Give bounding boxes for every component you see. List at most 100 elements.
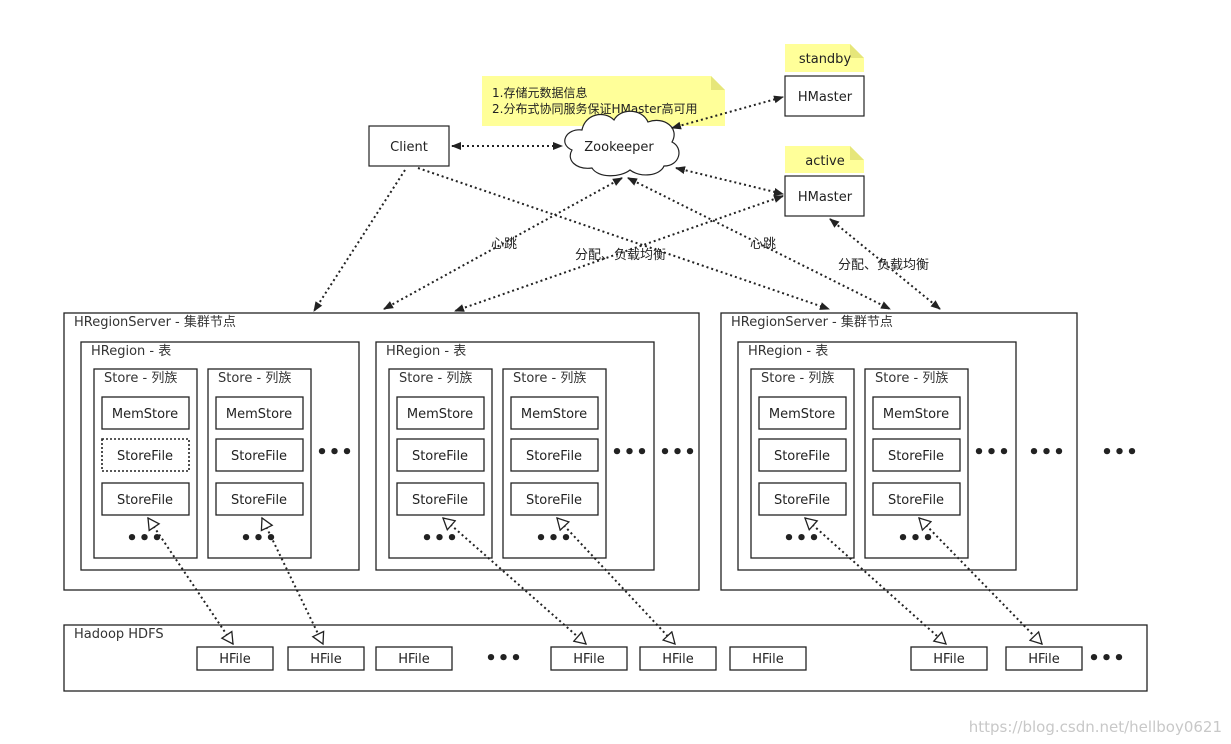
store-3b-title: Store - 列族	[875, 370, 948, 386]
store-1b[interactable]: Store - 列族 MemStore StoreFile StoreFile …	[207, 368, 312, 559]
regionserver-2[interactable]: HRegionServer - 集群节点 HRegion - 表 Store -…	[720, 312, 1078, 591]
storefile-box[interactable]	[872, 438, 961, 472]
storefile-label: StoreFile	[117, 449, 173, 464]
ellipsis: •••	[659, 442, 697, 463]
regionserver-2-title: HRegionServer - 集群节点	[731, 314, 893, 330]
store-2a[interactable]: Store - 列族 MemStore StoreFile StoreFile …	[388, 368, 493, 559]
storefile-label: StoreFile	[412, 449, 468, 464]
hregion-2[interactable]: HRegion - 表 Store - 列族 MemStore StoreFil…	[375, 341, 655, 571]
hfile-label: HFile	[310, 652, 342, 667]
connector-lines	[313, 95, 941, 312]
storefile-box[interactable]	[396, 438, 485, 472]
store-3a[interactable]: Store - 列族 MemStore StoreFile StoreFile …	[750, 368, 855, 559]
store-1a[interactable]: Store - 列族 MemStore StoreFile StoreFile …	[93, 368, 198, 559]
memstore-box[interactable]	[758, 396, 847, 430]
hregion-3-title: HRegion - 表	[748, 344, 828, 359]
assign-label-right: 分配、负载均衡	[838, 258, 929, 273]
store-2b-title: Store - 列族	[513, 370, 586, 386]
zookeeper-standby-edge	[671, 95, 784, 130]
storefile-label: StoreFile	[412, 493, 468, 508]
note-line-1: 1.存储元数据信息	[492, 85, 587, 100]
storefile-box[interactable]	[396, 482, 485, 516]
storefile-label: StoreFile	[774, 493, 830, 508]
hfile-3[interactable]: HFile	[375, 646, 453, 671]
memstore-box[interactable]	[215, 396, 304, 430]
ellipsis: •••	[973, 442, 1011, 463]
hfile-4[interactable]: HFile	[550, 646, 628, 671]
hregion-3[interactable]: HRegion - 表 Store - 列族 MemStore StoreFil…	[737, 341, 1017, 571]
hfile-label: HFile	[933, 652, 965, 667]
zookeeper-cloud[interactable]: Zookeeper	[564, 110, 680, 177]
zookeeper-active-edge	[675, 166, 784, 196]
storefile-hfile-link	[147, 518, 234, 644]
hfile-label: HFile	[662, 652, 694, 667]
store-3b[interactable]: Store - 列族 MemStore StoreFile StoreFile …	[864, 368, 969, 559]
hregion-1-title: HRegion - 表	[91, 344, 171, 359]
client-node[interactable]: Client	[368, 125, 450, 167]
hmaster-standby[interactable]: standby HMaster	[784, 44, 865, 117]
storefile-label: StoreFile	[231, 449, 287, 464]
ellipsis: •••	[1088, 648, 1126, 669]
hdfs-title: Hadoop HDFS	[74, 627, 164, 642]
storefile-label: StoreFile	[526, 449, 582, 464]
hregion-2-title: HRegion - 表	[386, 344, 466, 359]
hfile-6[interactable]: HFile	[729, 646, 807, 671]
client-label: Client	[390, 140, 428, 155]
storefile-label: StoreFile	[888, 493, 944, 508]
storefile-box[interactable]	[215, 482, 304, 516]
storefile-label: StoreFile	[888, 449, 944, 464]
heartbeat-right-edge	[627, 177, 891, 310]
memstore-box[interactable]	[872, 396, 961, 430]
regionserver-1[interactable]: HRegionServer - 集群节点 HRegion - 表 Store -…	[63, 312, 700, 591]
ellipsis: •••	[897, 528, 935, 549]
ellipsis: •••	[485, 648, 523, 669]
note-callout: 1.存储元数据信息 2.分布式协同服务保证HMaster高可用	[482, 76, 725, 126]
store-2b[interactable]: Store - 列族 MemStore StoreFile StoreFile …	[502, 368, 607, 559]
ellipsis: •••	[1101, 442, 1139, 463]
storefile-hfile-link	[262, 518, 323, 644]
hfile-7[interactable]: HFile	[910, 646, 988, 671]
storefile-hfile-links	[147, 518, 1042, 644]
ellipsis: •••	[421, 528, 459, 549]
hfile-5[interactable]: HFile	[639, 646, 717, 671]
hfile-1[interactable]: HFile	[196, 646, 274, 671]
memstore-box[interactable]	[510, 396, 599, 430]
storefile-box[interactable]	[758, 482, 847, 516]
hfile-label: HFile	[752, 652, 784, 667]
hfile-2[interactable]: HFile	[287, 646, 365, 671]
storefile-box[interactable]	[510, 482, 599, 516]
hfile-label: HFile	[398, 652, 430, 667]
storefile-label: StoreFile	[231, 493, 287, 508]
storefile-box[interactable]	[872, 482, 961, 516]
memstore-label: MemStore	[112, 407, 178, 422]
storefile-hfile-link	[557, 518, 675, 644]
store-1a-title: Store - 列族	[104, 370, 177, 386]
hmaster-active[interactable]: active HMaster	[784, 146, 865, 217]
storefile-hfile-link	[443, 518, 586, 644]
heartbeat-label-left: 心跳	[491, 237, 517, 252]
memstore-box[interactable]	[101, 396, 190, 430]
hregion-1[interactable]: HRegion - 表 Store - 列族 MemStore StoreFil…	[80, 341, 360, 571]
assign-label-left: 分配、负载均衡	[575, 248, 666, 263]
hfile-label: HFile	[573, 652, 605, 667]
storefile-box[interactable]	[215, 438, 304, 472]
assign-right-edge	[829, 218, 941, 310]
note-line-2: 2.分布式协同服务保证HMaster高可用	[492, 101, 697, 116]
hfile-8[interactable]: HFile	[1005, 646, 1083, 671]
memstore-label: MemStore	[407, 407, 473, 422]
storefile-label: StoreFile	[774, 449, 830, 464]
storefile-box-flushing[interactable]	[101, 438, 190, 472]
storefile-box[interactable]	[510, 438, 599, 472]
store-2a-title: Store - 列族	[399, 370, 472, 386]
memstore-label: MemStore	[883, 407, 949, 422]
hmaster-standby-label: HMaster	[798, 90, 853, 105]
client-regionserver1-edge	[313, 169, 406, 312]
memstore-label: MemStore	[769, 407, 835, 422]
memstore-box[interactable]	[396, 396, 485, 430]
storefile-box[interactable]	[758, 438, 847, 472]
zookeeper-label: Zookeeper	[584, 140, 654, 155]
storefile-box[interactable]	[101, 482, 190, 516]
hfile-label: HFile	[219, 652, 251, 667]
standby-tag: standby	[799, 52, 852, 67]
